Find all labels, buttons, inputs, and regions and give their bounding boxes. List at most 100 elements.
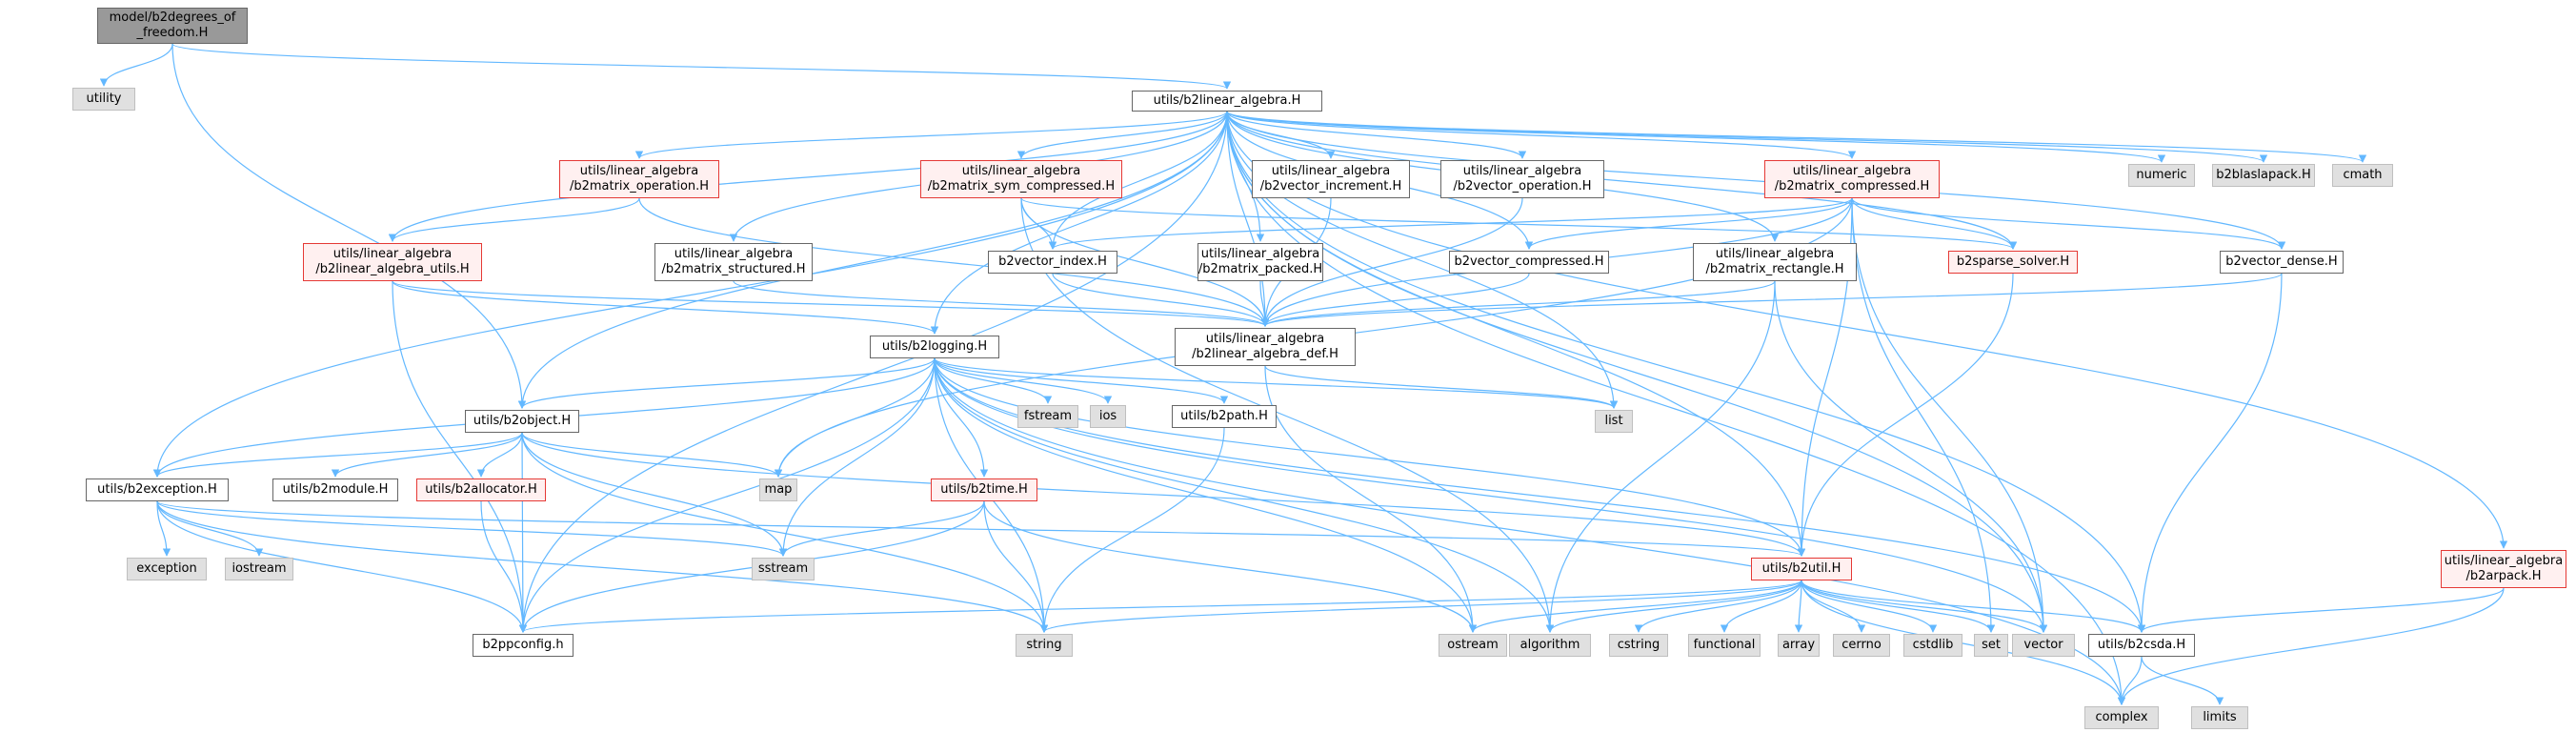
edge-matrix_rectangle-to-linear_algebra_def <box>1260 280 1776 327</box>
node-complex: complex <box>2084 706 2159 729</box>
node-linear-algebra[interactable]: utils/b2linear_algebra.H <box>1132 91 1322 112</box>
node-vector-dense[interactable]: b2vector_dense.H <box>2220 251 2344 274</box>
node-matrix-compressed[interactable]: utils/linear_algebra /b2matrix_compresse… <box>1764 160 1940 198</box>
edge-util-to-algorithm <box>1545 580 1802 633</box>
edge-exception_h-to-string <box>156 500 1049 633</box>
node-algorithm: algorithm <box>1509 634 1591 657</box>
edge-arpack-to-csda <box>2137 587 2505 633</box>
edge-util-to-cstring <box>1634 580 1802 633</box>
edge-object-to-ppconfig <box>518 432 528 633</box>
node-ios: ios <box>1090 405 1126 428</box>
edge-linear_algebra-to-exception_h <box>152 111 1228 478</box>
edge-matrix_structured-to-linear_algebra_def <box>733 280 1270 327</box>
node-util[interactable]: utils/b2util.H <box>1751 558 1852 580</box>
edge-exception_h-to-util <box>156 500 1805 557</box>
node-module[interactable]: utils/b2module.H <box>272 478 398 501</box>
node-ppconfig[interactable]: b2ppconfig.h <box>473 634 574 657</box>
node-numeric: numeric <box>2128 164 2195 187</box>
node-matrix-operation[interactable]: utils/linear_algebra /b2matrix_operation… <box>559 160 719 198</box>
edge-vector_dense-to-linear_algebra_def <box>1261 273 2283 327</box>
edge-matrix_compressed-to-vector_dense <box>1851 197 2286 250</box>
edge-util-to-functional <box>1720 580 1802 633</box>
node-sparse-solver[interactable]: b2sparse_solver.H <box>1948 251 2078 274</box>
node-time[interactable]: utils/b2time.H <box>931 478 1037 501</box>
node-linear-algebra-def[interactable]: utils/linear_algebra /b2linear_algebra_d… <box>1175 328 1356 366</box>
edge-object-to-util <box>521 432 1806 557</box>
edge-util-to-set <box>1801 580 1996 633</box>
edge-exception_h-to-exception <box>156 500 171 557</box>
edge-object-to-exception_h <box>152 432 523 478</box>
edge-linear_algebra-to-sparse_solver <box>1226 111 2018 250</box>
node-arpack[interactable]: utils/linear_algebra /b2arpack.H <box>2441 550 2566 588</box>
edge-linear_algebra_utils-to-ppconfig <box>392 280 528 633</box>
node-cstring: cstring <box>1609 634 1668 657</box>
edge-linear_algebra_utils-to-logging <box>392 280 939 335</box>
edge-matrix_sym_compressed-to-algorithm <box>1020 197 1555 633</box>
node-array: array <box>1778 634 1820 657</box>
node-path[interactable]: utils/b2path.H <box>1172 405 1277 428</box>
edge-linear_algebra-to-matrix_sym_compressed <box>1016 111 1228 159</box>
node-exception-header[interactable]: utils/b2exception.H <box>86 478 229 501</box>
node-functional: functional <box>1688 634 1761 657</box>
edge-object-to-module <box>331 432 523 478</box>
edge-matrix_compressed-to-vector <box>1851 197 2048 633</box>
node-vector-index[interactable]: b2vector_index.H <box>988 251 1117 274</box>
edge-object-to-string <box>521 432 1049 633</box>
node-set: set <box>1974 634 2008 657</box>
edge-linear_algebra-to-list <box>1226 111 1619 409</box>
edge-linear_algebra-to-matrix_operation <box>634 111 1228 159</box>
edge-root-to-object <box>171 43 527 409</box>
edge-logging-to-map <box>774 357 936 478</box>
node-matrix-structured[interactable]: utils/linear_algebra /b2matrix_structure… <box>654 243 813 281</box>
edge-object-to-sstream <box>521 432 788 557</box>
edge-linear_algebra-to-ppconfig <box>518 111 1228 633</box>
edge-time-to-sstream <box>778 500 985 557</box>
edge-util-to-string <box>1040 580 1802 633</box>
edge-logging-to-path <box>934 357 1229 404</box>
edge-logging-to-list <box>934 357 1618 409</box>
edge-csda-to-limits <box>2141 656 2224 705</box>
edge-logging-to-ios <box>934 357 1113 404</box>
edge-linear_algebra-to-logging <box>930 111 1228 335</box>
edge-linear_algebra-to-complex <box>1226 111 2126 705</box>
edge-linear_algebra-to-linear_algebra_utils <box>388 111 1228 242</box>
node-logging[interactable]: utils/b2logging.H <box>870 336 999 358</box>
node-cmath: cmath <box>2332 164 2393 187</box>
edge-time-to-string <box>983 500 1049 633</box>
node-csda[interactable]: utils/b2csda.H <box>2088 634 2195 657</box>
edge-csda-to-complex <box>2117 656 2143 705</box>
edge-logging-to-ppconfig <box>518 357 936 633</box>
edge-root-to-linear_algebra <box>171 43 1231 90</box>
node-sstream: sstream <box>752 558 815 580</box>
edge-util-to-ostream <box>1468 580 1802 633</box>
edge-vector_operation-to-linear_algebra_def <box>1260 197 1523 327</box>
edge-logging-to-sstream <box>778 357 936 557</box>
edge-allocator-to-ppconfig <box>480 500 528 633</box>
node-matrix-packed[interactable]: utils/linear_algebra /b2matrix_packed.H <box>1197 243 1323 281</box>
node-vector-compressed[interactable]: b2vector_compressed.H <box>1449 251 1609 274</box>
edge-exception_h-to-sstream <box>156 500 788 557</box>
node-map: map <box>759 478 797 501</box>
node-vector: vector <box>2012 634 2075 657</box>
edge-path-to-string <box>1039 427 1225 633</box>
node-object[interactable]: utils/b2object.H <box>465 410 579 433</box>
node-linear-algebra-utils[interactable]: utils/linear_algebra /b2linear_algebra_u… <box>303 243 482 281</box>
edge-linear_algebra-to-numeric <box>1226 111 2165 163</box>
edge-linear_algebra-to-linear_algebra_def <box>1226 111 1270 327</box>
node-matrix-rectangle[interactable]: utils/linear_algebra /b2matrix_rectangle… <box>1693 243 1857 281</box>
edge-linear_algebra-to-object <box>517 111 1228 409</box>
edge-linear_algebra-to-matrix_compressed <box>1226 111 1856 159</box>
edge-linear_algebra_def-to-list <box>1264 365 1619 409</box>
node-allocator[interactable]: utils/b2allocator.H <box>416 478 546 501</box>
node-vector-operation[interactable]: utils/linear_algebra /b2vector_operation… <box>1440 160 1604 198</box>
node-matrix-sym-compressed[interactable]: utils/linear_algebra /b2matrix_sym_compr… <box>920 160 1122 198</box>
edge-util-to-csda <box>1801 580 2146 633</box>
node-fstream: fstream <box>1017 405 1078 428</box>
edge-matrix_rectangle-to-algorithm <box>1545 280 1776 633</box>
node-utility: utility <box>72 88 135 111</box>
edge-logging-to-algorithm <box>934 357 1555 633</box>
edge-exception_h-to-iostream <box>156 500 264 557</box>
edge-object-to-allocator <box>476 432 523 478</box>
node-vector-increment[interactable]: utils/linear_algebra /b2vector_increment… <box>1252 160 1410 198</box>
edge-linear_algebra-to-vector_dense <box>1226 111 2286 250</box>
